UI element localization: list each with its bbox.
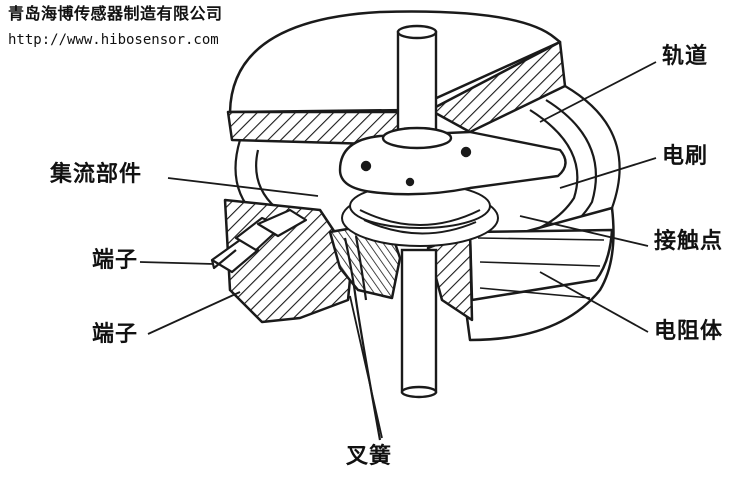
- company-name: 青岛海博传感器制造有限公司: [8, 4, 223, 23]
- shaft: [381, 24, 453, 399]
- brush-arm: [338, 130, 567, 196]
- leader-lines: [139, 61, 657, 439]
- label-terminal-2: 端子: [92, 322, 139, 347]
- label-fork-spring: 叉簧: [346, 444, 393, 469]
- page-header: 青岛海博传感器制造有限公司 http://www.hibosensor.com: [8, 4, 268, 48]
- collector-assembly: [341, 183, 499, 247]
- company-url: http://www.hibosensor.com: [8, 32, 219, 48]
- terminals: [210, 208, 308, 274]
- label-collector: 集流部件: [50, 162, 143, 187]
- housing-cover: [226, 10, 567, 147]
- label-track: 轨道: [662, 44, 709, 69]
- label-contact-point: 接触点: [654, 229, 724, 254]
- label-brush: 电刷: [662, 144, 709, 169]
- label-resistor: 电阻体: [654, 319, 724, 344]
- label-terminal-1: 端子: [92, 248, 139, 273]
